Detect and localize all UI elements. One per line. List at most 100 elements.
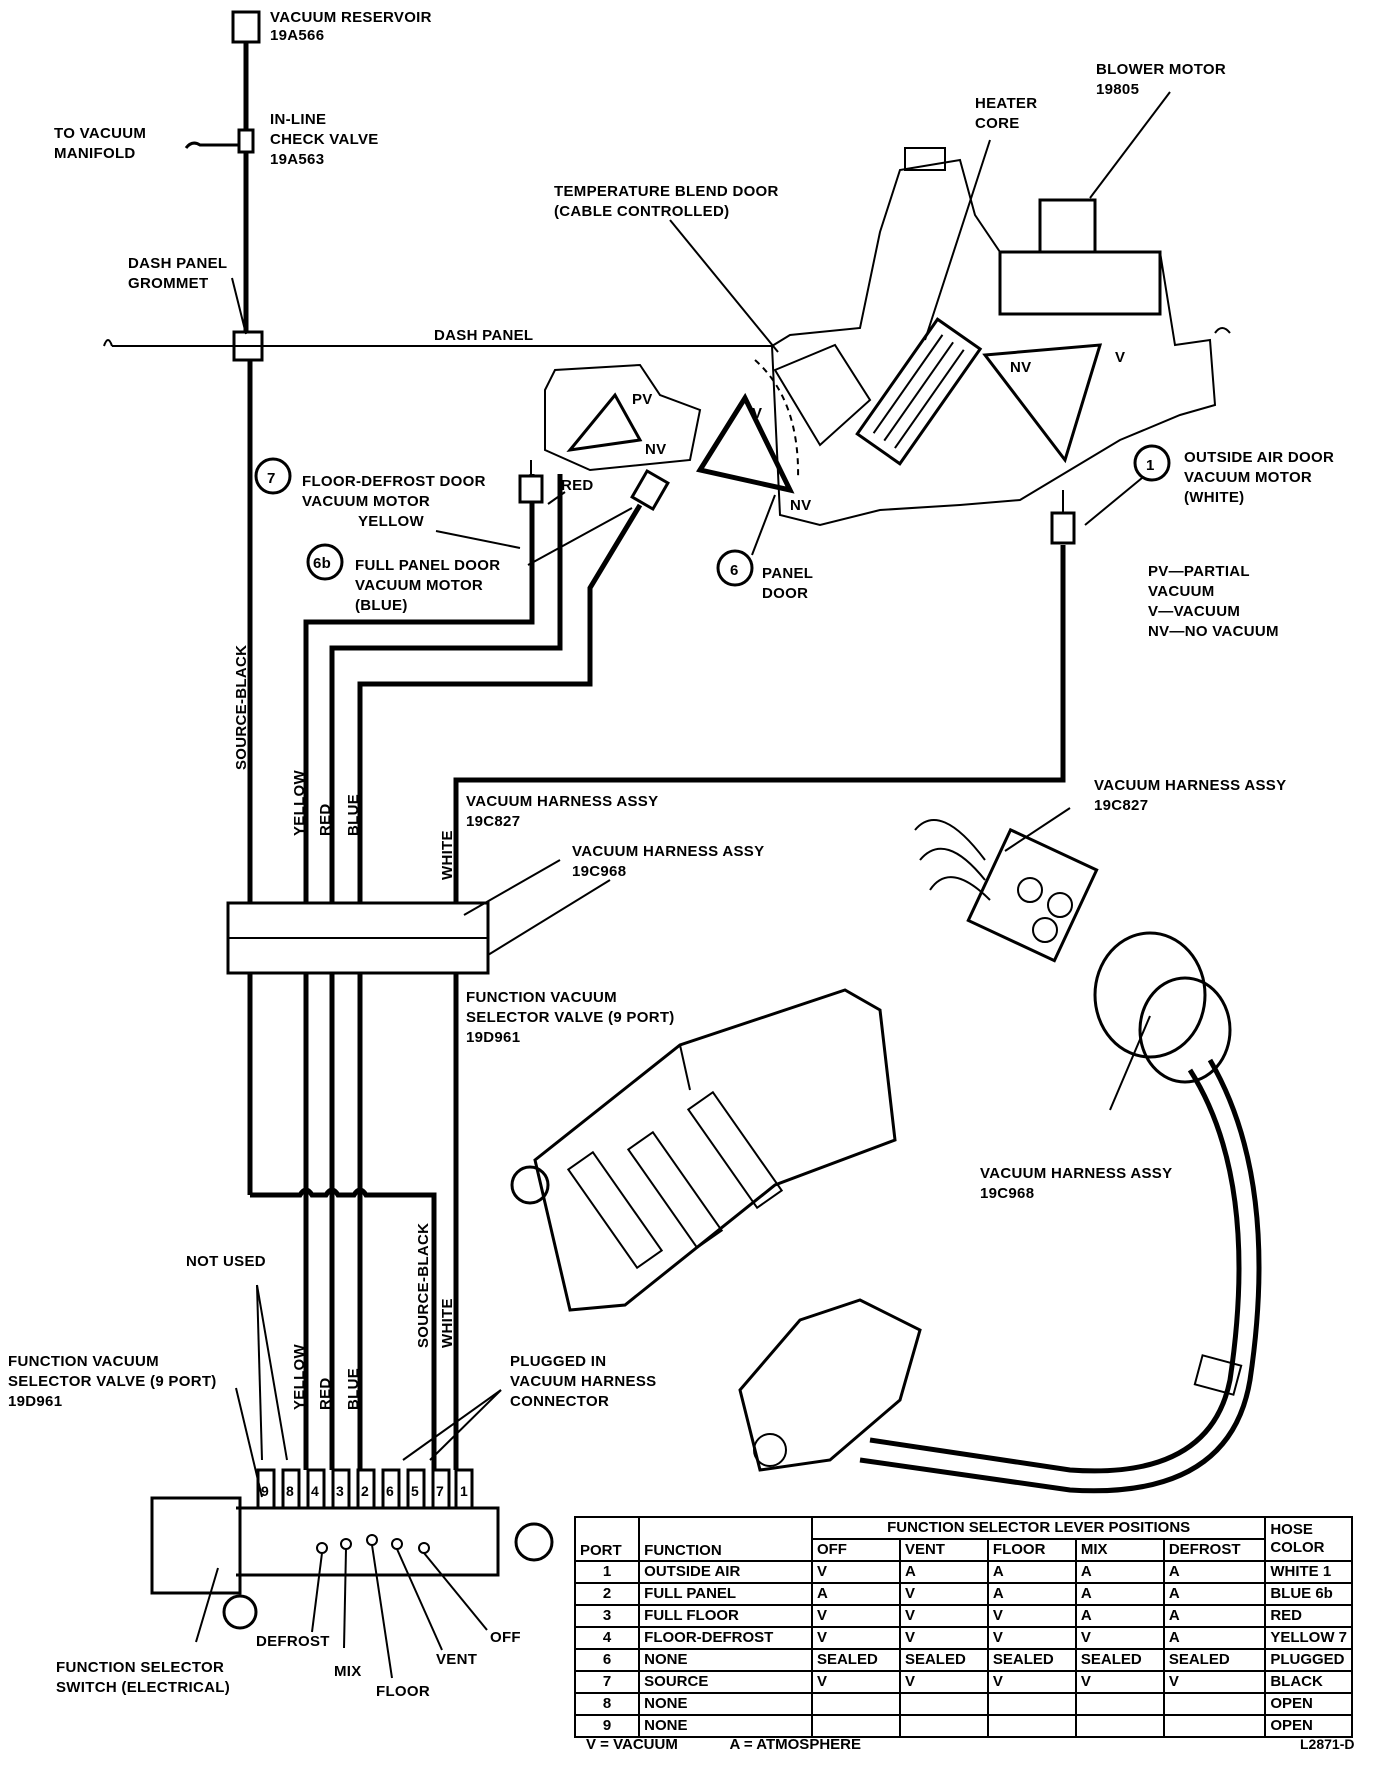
position-floor: FLOOR [376, 1683, 430, 1700]
table-cell: V [898, 1582, 989, 1606]
selector-valve-label-b3: 19D961 [8, 1393, 62, 1410]
table-cell: A [1074, 1604, 1165, 1628]
hose-label-blue: BLUE [345, 794, 362, 836]
callout-6-number: 6 [730, 562, 739, 579]
table-cell: FLOOR-DEFROST [638, 1626, 813, 1650]
table-legend: V = VACUUM A = ATMOSPHERE [586, 1736, 909, 1753]
col-vent: VENT [898, 1538, 989, 1562]
full-panel-label-3: (BLUE) [355, 597, 408, 614]
v-label-outside: V [1115, 349, 1125, 366]
table-cell: 8 [573, 1692, 641, 1716]
callout-6b-number: 6b [313, 555, 331, 572]
selector-valve-illustration [510, 988, 897, 1312]
table-cell: SEALED [810, 1648, 901, 1672]
heater-core [855, 317, 983, 466]
table-cell: FULL PANEL [638, 1582, 813, 1606]
port-number: 5 [411, 1483, 419, 1499]
full-panel-label-1: FULL PANEL DOOR [355, 557, 500, 574]
table-cell: RED [1264, 1604, 1353, 1628]
harness-827-part-a: 19C827 [466, 813, 520, 830]
hose-label-source-black-lower: SOURCE-BLACK [415, 1223, 432, 1348]
port-number: 2 [361, 1483, 369, 1499]
check-valve-label-1: IN-LINE [270, 111, 326, 128]
port-number: 1 [460, 1483, 468, 1499]
harness-19c968 [738, 931, 1262, 1494]
dash-grommet-label-1: DASH PANEL [128, 255, 227, 272]
col-floor: FLOOR [986, 1538, 1077, 1562]
position-mix: MIX [334, 1663, 362, 1680]
callout-7-number: 7 [267, 470, 276, 487]
table-cell [810, 1714, 901, 1738]
panel-door-label-2: DOOR [762, 585, 808, 602]
table-cell: 4 [573, 1626, 641, 1650]
col-off: OFF [810, 1538, 901, 1562]
outside-air-motor [1050, 511, 1076, 545]
hose-label-yellow-lower: YELLOW [291, 1343, 308, 1410]
dash-grommet-label-2: GROMMET [128, 275, 208, 292]
table-cell: A [1162, 1626, 1267, 1650]
red-hose [329, 474, 563, 1470]
plugged-label-2: VACUUM HARNESS [510, 1373, 656, 1390]
yellow-tag: YELLOW [358, 513, 425, 530]
nv-label-plenum: NV [645, 441, 666, 458]
panel-door-label-1: PANEL [762, 565, 813, 582]
table-cell: BLACK [1264, 1670, 1353, 1694]
full-panel-motor [630, 468, 670, 512]
callout-1-number: 1 [1146, 457, 1155, 474]
table-cell [898, 1692, 989, 1716]
vacuum-reservoir-part: 19A566 [270, 27, 324, 44]
panel-door [696, 392, 795, 494]
col-mix: MIX [1074, 1538, 1165, 1562]
table-cell: A [898, 1560, 989, 1584]
blower-motor-label: BLOWER MOTOR [1096, 61, 1226, 78]
harness-968-part-a: 19C968 [572, 863, 626, 880]
switch-label-2: SWITCH (ELECTRICAL) [56, 1679, 230, 1696]
hose-label-white: WHITE [439, 830, 456, 880]
position-vent: VENT [436, 1651, 477, 1668]
table-cell: SEALED [1162, 1648, 1267, 1672]
temperature-blend-door [773, 343, 872, 447]
table-cell: YELLOW 7 [1264, 1626, 1353, 1650]
table-cell: A [1162, 1560, 1267, 1584]
table-cell: V [898, 1604, 989, 1628]
blend-door-label-1: TEMPERATURE BLEND DOOR [554, 183, 779, 200]
blower-motor-part: 19805 [1096, 81, 1139, 98]
col-defrost: DEFROST [1162, 1538, 1267, 1562]
table-cell: V [986, 1626, 1077, 1650]
to-vacuum-label: TO VACUUM [54, 125, 146, 142]
table-cell: BLUE 6b [1264, 1582, 1353, 1606]
port-number: 8 [286, 1483, 294, 1499]
table-cell: 9 [573, 1714, 641, 1738]
col-function: FUNCTION [638, 1516, 813, 1562]
callout-panel-door [716, 549, 754, 587]
switch-label-1: FUNCTION SELECTOR [56, 1659, 224, 1676]
position-leaders [311, 1544, 488, 1679]
v-label-panel: V [752, 405, 762, 422]
selector-valve-label-a2: SELECTOR VALVE (9 PORT) [466, 1009, 675, 1026]
key-line-2: VACUUM [1148, 583, 1215, 600]
harness-827-label-a: VACUUM HARNESS ASSY [466, 793, 658, 810]
harness-827-label-b: VACUUM HARNESS ASSY [1094, 777, 1286, 794]
manifold-label: MANIFOLD [54, 145, 136, 162]
table-cell: V [898, 1670, 989, 1694]
callout-outside-air [1133, 444, 1171, 482]
port-number: 9 [261, 1483, 269, 1499]
col-port: PORT [573, 1516, 641, 1562]
panel-door-swing [754, 359, 800, 481]
hose-label-yellow: YELLOW [291, 769, 308, 836]
manifold-line [184, 141, 239, 149]
table-cell: OUTSIDE AIR [638, 1560, 813, 1584]
harness-968-part-b: 19C968 [980, 1185, 1034, 1202]
plugged-label-3: CONNECTOR [510, 1393, 609, 1410]
table-cell [986, 1692, 1077, 1716]
floor-defrost-label-1: FLOOR-DEFROST DOOR [302, 473, 486, 490]
table-cell [898, 1714, 989, 1738]
dash-panel-end-left [103, 339, 113, 347]
selector-switch-body [150, 1496, 242, 1595]
nv-label-outside: NV [1010, 359, 1031, 376]
